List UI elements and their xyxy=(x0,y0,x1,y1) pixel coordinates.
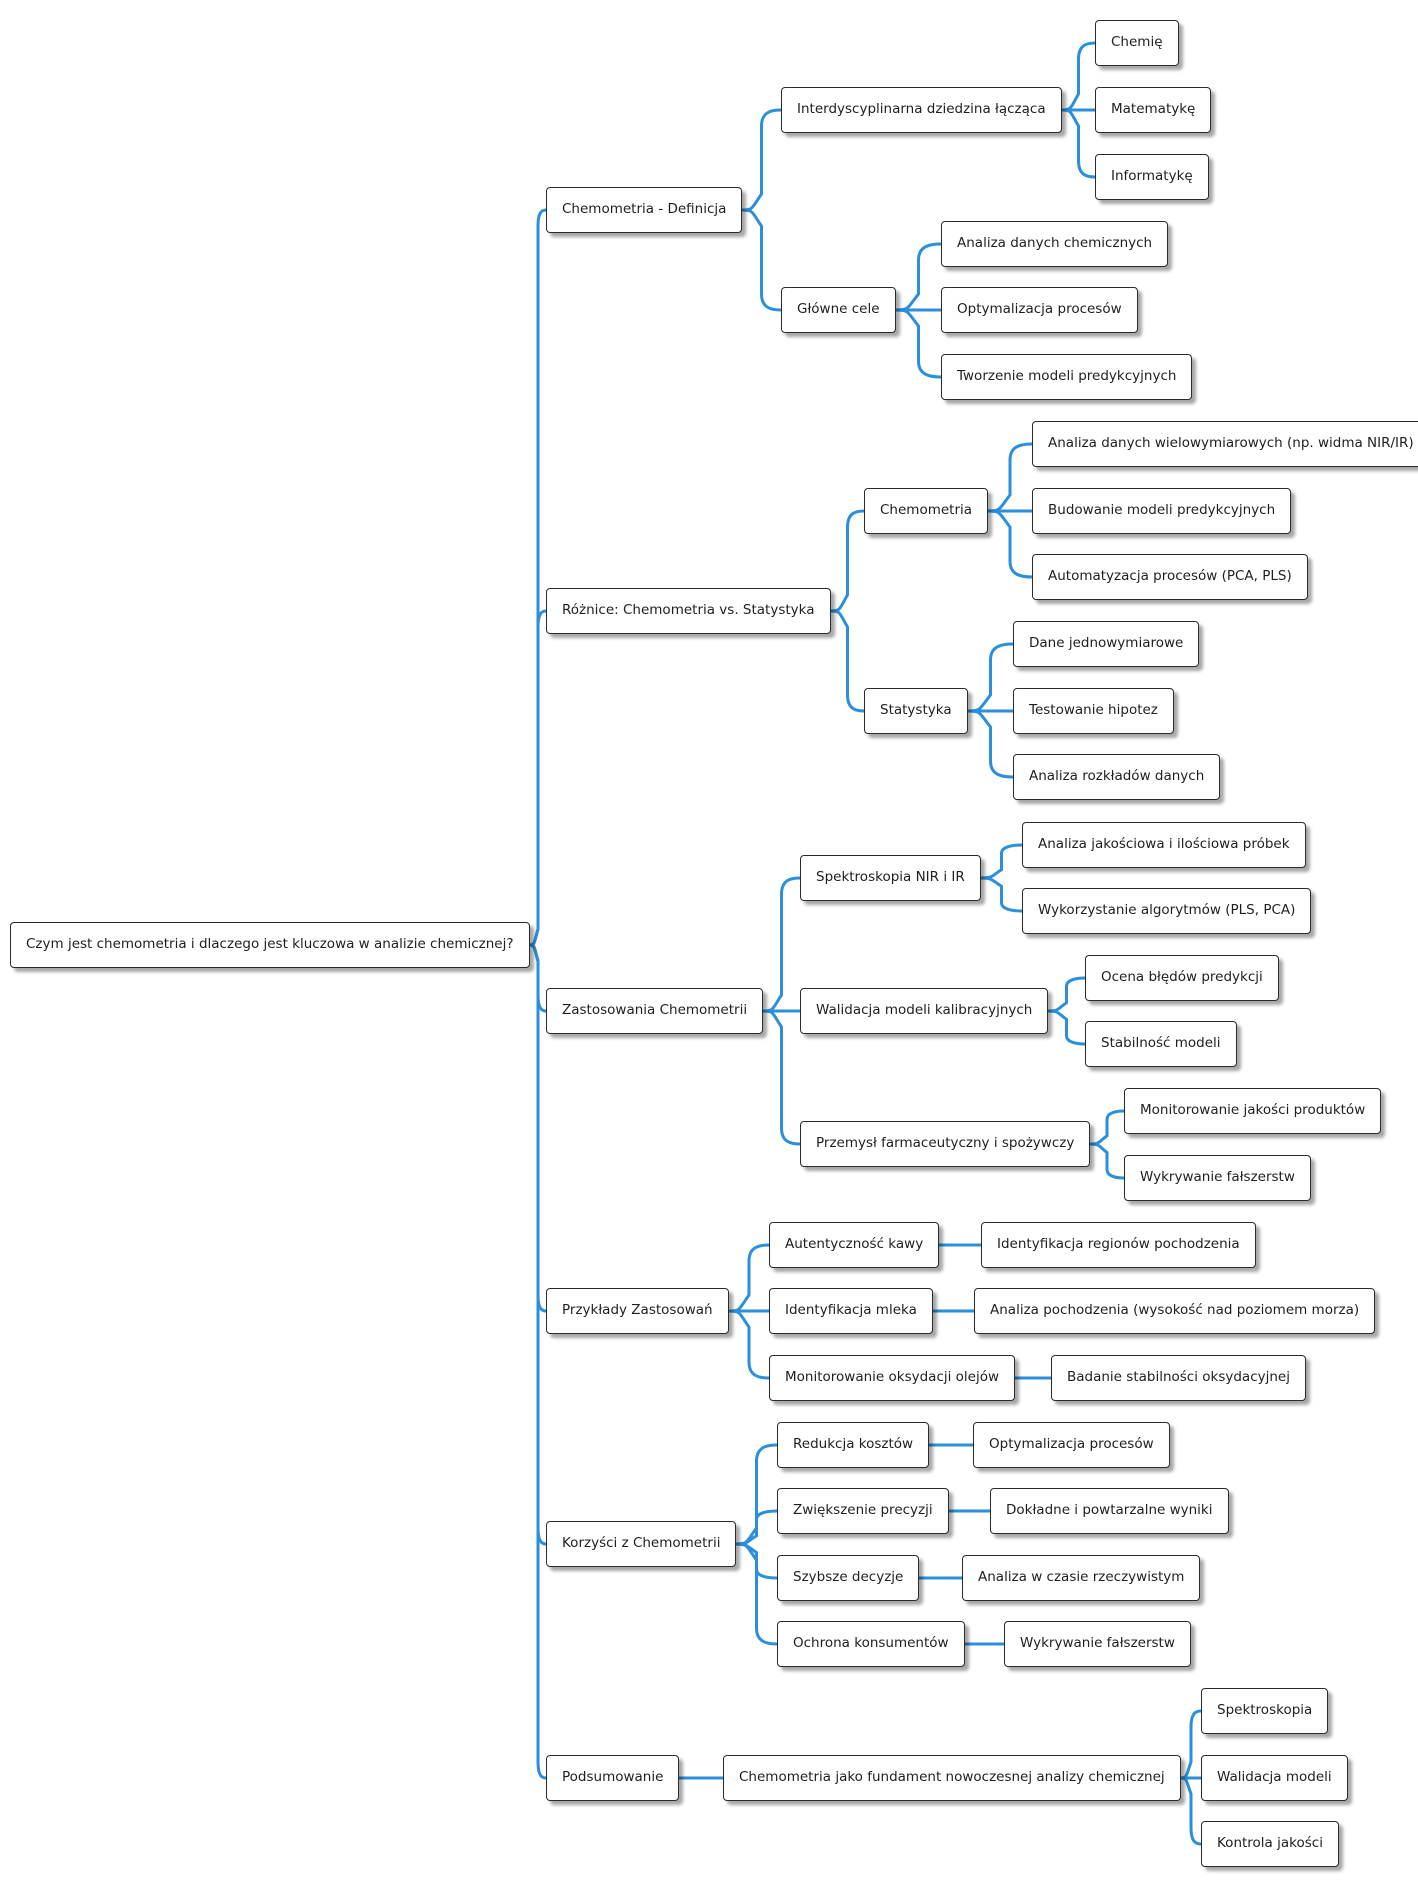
node-n3[interactable]: Zastosowania Chemometrii xyxy=(546,988,764,1034)
node-n5c1[interactable]: Analiza w czasie rzeczywistym xyxy=(962,1555,1201,1601)
edge-n6a-n6a1 xyxy=(1179,1709,1203,1780)
node-n2a3[interactable]: Automatyzacja procesów (PCA, PLS) xyxy=(1032,554,1308,600)
edge-n2b-n2b1 xyxy=(966,642,1015,713)
node-n4a[interactable]: Autentyczność kawy xyxy=(769,1222,940,1268)
edge-n6a-n6a3 xyxy=(1179,1776,1203,1846)
edge-n3a-n3a2 xyxy=(979,876,1024,913)
edge-n3-n3c xyxy=(761,1009,802,1146)
edge-n3b-n3b2 xyxy=(1046,1009,1087,1046)
edge-n1b-n1b1 xyxy=(894,242,943,312)
node-n3a1[interactable]: Analiza jakościowa i ilościowa próbek xyxy=(1022,822,1306,868)
node-n2b[interactable]: Statystyka xyxy=(864,688,968,734)
node-n4b1[interactable]: Analiza pochodzenia (wysokość nad poziom… xyxy=(974,1288,1376,1334)
node-n1a2[interactable]: Matematykę xyxy=(1095,87,1212,133)
node-n1[interactable]: Chemometria - Definicja xyxy=(546,187,743,233)
node-n5b[interactable]: Zwiększenie precyzji xyxy=(777,1488,949,1534)
edge-n2a-n2a1 xyxy=(986,442,1034,513)
node-n4c[interactable]: Monitorowanie oksydacji olejów xyxy=(769,1355,1016,1401)
node-n1b[interactable]: Główne cele xyxy=(781,287,896,333)
node-n2b1[interactable]: Dane jednowymiarowe xyxy=(1013,621,1200,667)
node-n3a[interactable]: Spektroskopia NIR i IR xyxy=(800,855,981,901)
node-n1b1[interactable]: Analiza danych chemicznych xyxy=(941,221,1169,267)
node-n1a[interactable]: Interdyscyplinarna dziedzina łącząca xyxy=(781,87,1062,133)
node-n6a2[interactable]: Walidacja modeli xyxy=(1201,1755,1348,1801)
edge-n3-n3a xyxy=(761,876,802,1013)
edge-n2-n2a xyxy=(829,509,866,613)
node-n6a[interactable]: Chemometria jako fundament nowoczesnej a… xyxy=(723,1755,1181,1801)
edge-n2-n2b xyxy=(829,609,866,713)
edge-n1-n1a xyxy=(740,108,783,212)
node-n5a[interactable]: Redukcja kosztów xyxy=(777,1422,930,1468)
edge-root-n2 xyxy=(528,609,548,947)
node-n5d[interactable]: Ochrona konsumentów xyxy=(777,1621,965,1667)
node-n2[interactable]: Różnice: Chemometria vs. Statystyka xyxy=(546,588,831,634)
node-n1a1[interactable]: Chemię xyxy=(1095,20,1179,66)
node-n4b[interactable]: Identyfikacja mleka xyxy=(769,1288,933,1334)
edge-n1b-n1b3 xyxy=(894,308,943,379)
edge-n3c-n3c1 xyxy=(1088,1109,1126,1146)
edge-n3c-n3c2 xyxy=(1088,1142,1126,1180)
edge-n1a-n1a1 xyxy=(1060,41,1097,112)
node-n2a2[interactable]: Budowanie modeli predykcyjnych xyxy=(1032,488,1292,534)
node-n5a1[interactable]: Optymalizacja procesów xyxy=(973,1422,1170,1468)
node-n1b2[interactable]: Optymalizacja procesów xyxy=(941,287,1138,333)
node-n3c2[interactable]: Wykrywanie fałszerstw xyxy=(1124,1155,1311,1201)
node-n5d1[interactable]: Wykrywanie fałszerstw xyxy=(1004,1621,1191,1667)
node-n3c1[interactable]: Monitorowanie jakości produktów xyxy=(1124,1088,1382,1134)
node-n4c1[interactable]: Badanie stabilności oksydacyjnej xyxy=(1051,1355,1306,1401)
edge-n1-n1b xyxy=(740,208,783,312)
node-n6a1[interactable]: Spektroskopia xyxy=(1201,1688,1329,1734)
edge-n2b-n2b3 xyxy=(966,709,1015,779)
node-n3b1[interactable]: Ocena błędów predykcji xyxy=(1085,955,1279,1001)
edge-n4-n4c xyxy=(727,1309,771,1380)
node-n5[interactable]: Korzyści z Chemometrii xyxy=(546,1521,737,1567)
node-n6[interactable]: Podsumowanie xyxy=(546,1755,680,1801)
node-n2a[interactable]: Chemometria xyxy=(864,488,989,534)
node-n2b3[interactable]: Analiza rozkładów danych xyxy=(1013,754,1221,800)
node-n2a1[interactable]: Analiza danych wielowymiarowych (np. wid… xyxy=(1032,421,1418,467)
node-n1a3[interactable]: Informatykę xyxy=(1095,154,1209,200)
edge-n1a-n1a3 xyxy=(1060,108,1097,179)
node-n3c[interactable]: Przemysł farmaceutyczny i spożywczy xyxy=(800,1121,1091,1167)
edge-n2a-n2a3 xyxy=(986,509,1034,579)
node-n6a3[interactable]: Kontrola jakości xyxy=(1201,1821,1339,1867)
edge-n4-n4a xyxy=(727,1243,771,1313)
node-n3a2[interactable]: Wykorzystanie algorytmów (PLS, PCA) xyxy=(1022,888,1312,934)
edge-n3a-n3a1 xyxy=(979,843,1024,880)
edge-root-n6 xyxy=(528,943,548,1780)
root-topic-node[interactable]: Czym jest chemometria i dlaczego jest kl… xyxy=(10,922,530,968)
node-n4[interactable]: Przykłady Zastosowań xyxy=(546,1288,729,1334)
node-n4a1[interactable]: Identyfikacja regionów pochodzenia xyxy=(981,1222,1256,1268)
node-n1b3[interactable]: Tworzenie modeli predykcyjnych xyxy=(941,354,1193,400)
node-n3b2[interactable]: Stabilność modeli xyxy=(1085,1021,1237,1067)
edge-n3b-n3b1 xyxy=(1046,976,1087,1013)
node-n5b1[interactable]: Dokładne i powtarzalne wyniki xyxy=(990,1488,1229,1534)
edge-n5-n5b xyxy=(734,1509,779,1546)
edge-n5-n5d xyxy=(734,1542,779,1646)
node-n2b2[interactable]: Testowanie hipotez xyxy=(1013,688,1174,734)
node-n5c[interactable]: Szybsze decyzje xyxy=(777,1555,920,1601)
node-n3b[interactable]: Walidacja modeli kalibracyjnych xyxy=(800,988,1049,1034)
